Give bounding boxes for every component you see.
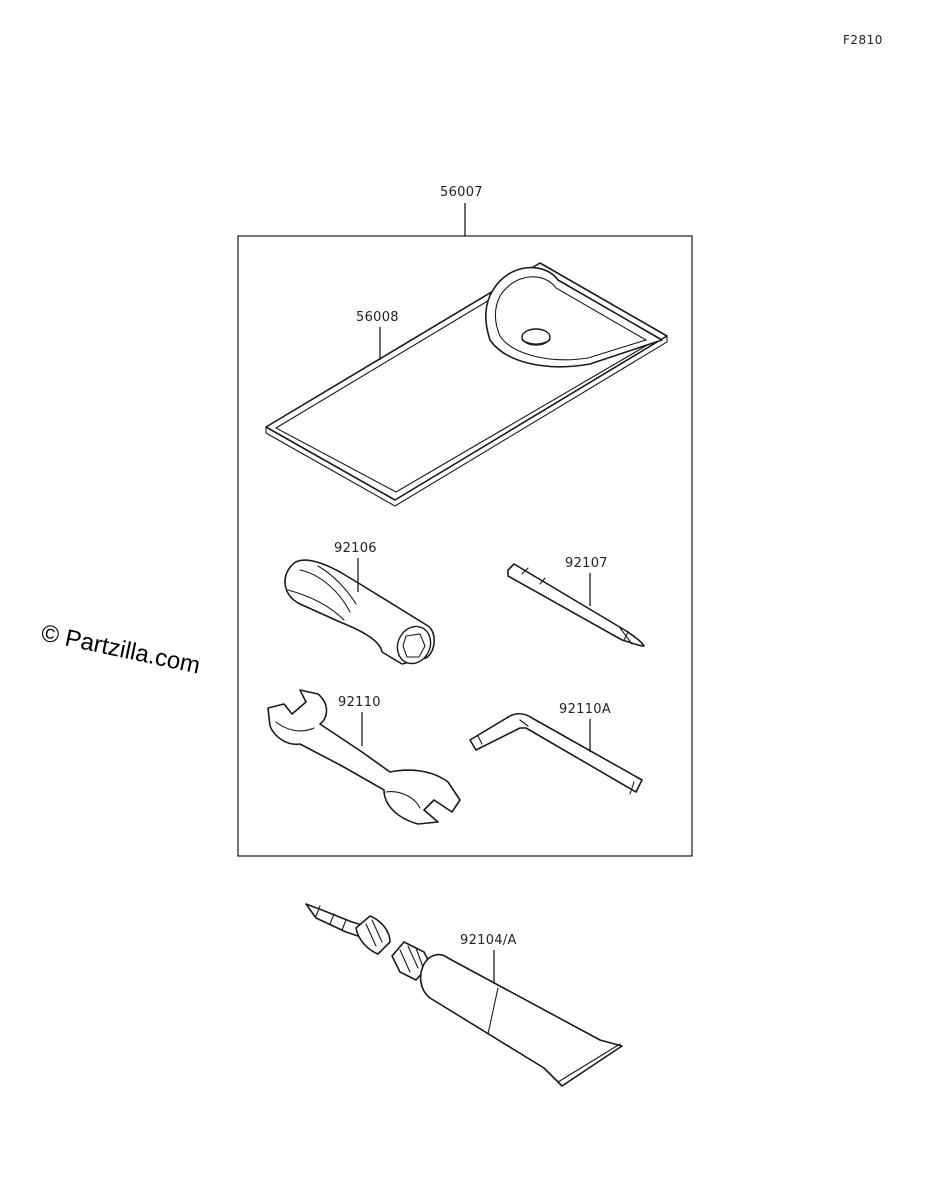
watermark: © Partzilla.com: [39, 619, 203, 679]
hex-key-drawing: 92110A: [469, 702, 643, 795]
part-label-case: 56008: [356, 310, 399, 325]
part-label-wrench: 92110: [338, 695, 381, 710]
part-label-hex-key: 92110A: [559, 702, 611, 717]
wrench-drawing: 92110: [267, 689, 461, 825]
driver-drawing: 92107: [507, 556, 645, 647]
tool-kit-group: 56007: [237, 185, 693, 857]
part-label-kit: 56007: [440, 185, 483, 200]
tool-kit-frame: [237, 235, 693, 857]
part-label-handle: 92106: [334, 541, 377, 556]
part-label-pump: 92104/A: [460, 933, 517, 948]
part-label-driver: 92107: [565, 556, 608, 571]
figure-id: F2810: [843, 33, 883, 47]
handle-drawing: 92106: [284, 541, 435, 665]
pump-drawing: 92104/A: [305, 903, 623, 1087]
tool-case-drawing: 56008: [265, 262, 668, 507]
